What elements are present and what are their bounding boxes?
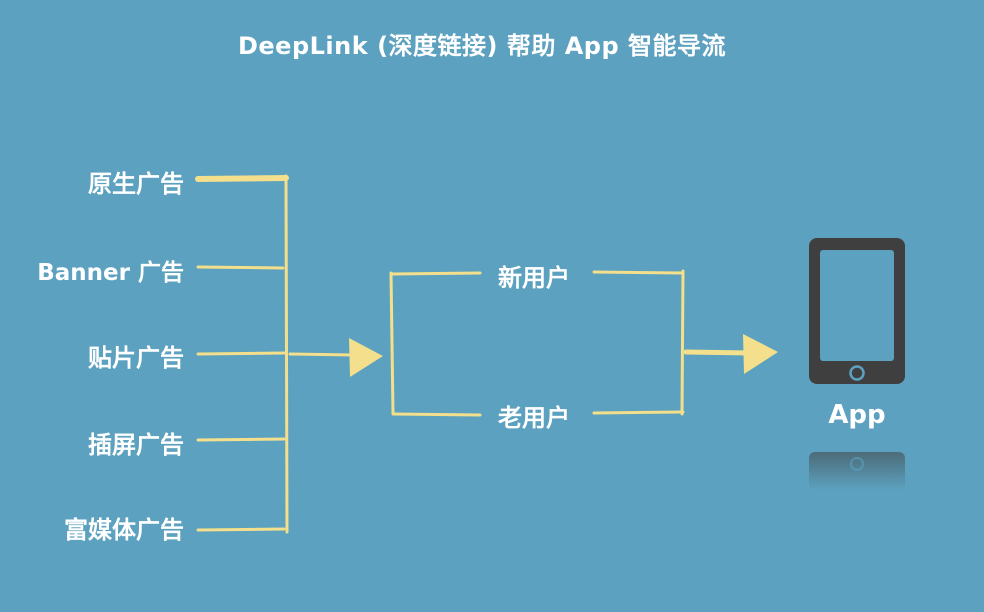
user-branch-bracket [389, 271, 482, 417]
arrow-to-app [683, 334, 778, 374]
connector-native-ad [195, 175, 289, 182]
connector-returning-user-left [391, 412, 482, 417]
connector-banner-ad [196, 265, 285, 270]
connector-new-user-left [390, 271, 482, 276]
connector-new-user-right [592, 270, 685, 275]
smartphone-icon [809, 238, 905, 384]
connector-returning-user-right [592, 410, 685, 415]
arrow-head-icon [349, 338, 383, 377]
app-label: App [828, 400, 886, 430]
user-label-returning: 老用户 [498, 404, 570, 432]
smartphone-reflection [809, 452, 905, 490]
merge-bracket [592, 269, 685, 416]
connector-rich-media-ad [196, 527, 286, 532]
connector-interstitial-ad [196, 437, 286, 442]
arrow-head-icon [743, 334, 778, 374]
connector-preroll-ad [196, 351, 286, 356]
source-connectors [195, 174, 289, 534]
arrow-to-users [288, 338, 383, 377]
user-label-new: 新用户 [498, 264, 570, 292]
source-label-interstitial-ad: 插屏广告 [88, 431, 184, 459]
source-vertical-bracket [284, 174, 289, 534]
source-label-native-ad: 原生广告 [88, 170, 184, 198]
source-label-preroll-ad: 贴片广告 [88, 344, 184, 372]
source-label-rich-media-ad: 富媒体广告 [64, 516, 184, 544]
diagram-title: DeepLink (深度链接) 帮助 App 智能导流 [237, 32, 726, 60]
source-label-banner-ad: Banner 广告 [37, 260, 184, 286]
